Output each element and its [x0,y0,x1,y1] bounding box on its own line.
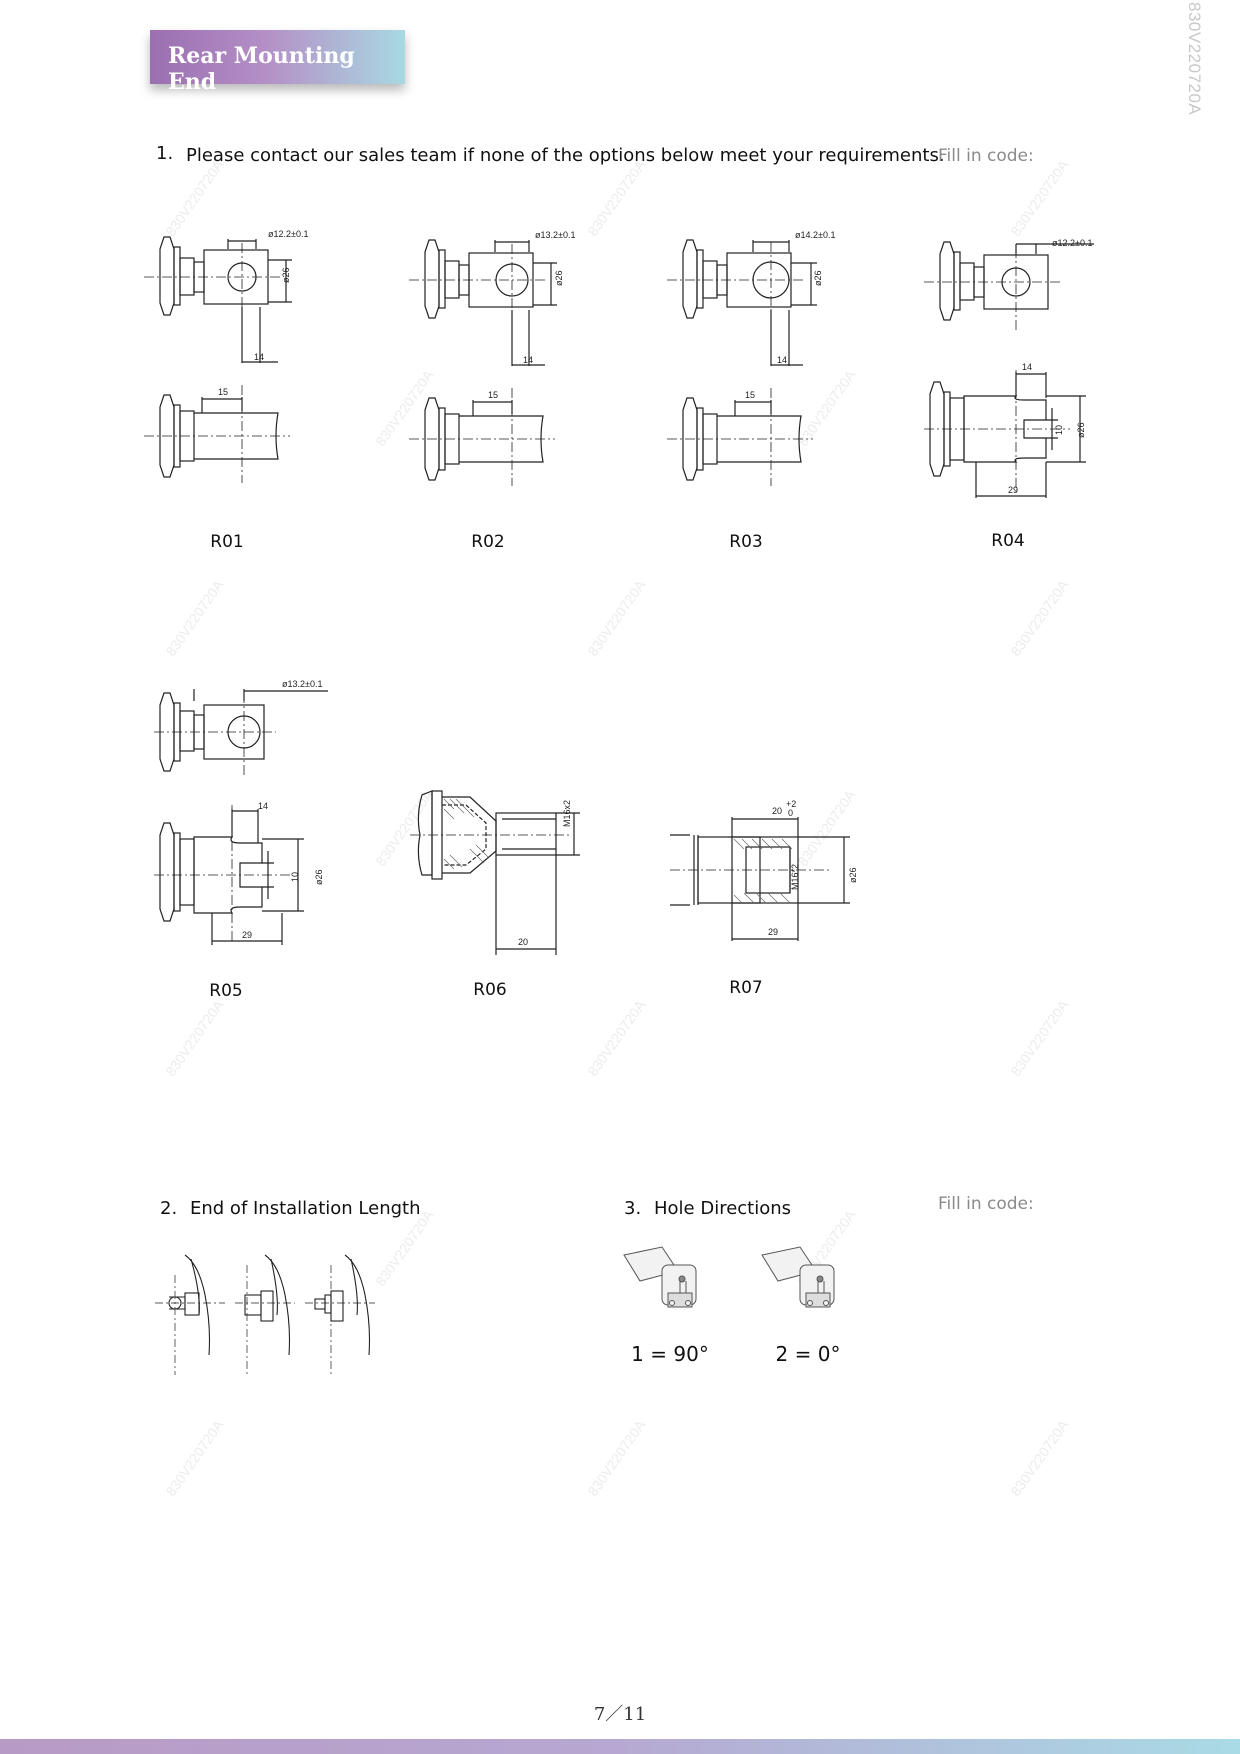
watermark: 830V220720A [162,997,227,1079]
option-drawing-r05: ø13.2±0.1 14 10 ø26 29 [154,679,328,945]
offset-dimension: 14 [777,355,787,365]
hole-dimension: ø13.2±0.1 [282,679,322,689]
option-drawing-r02: ø13.2±0.1 ø26 14 15 [409,230,575,486]
length-dimension: 29 [1008,485,1018,495]
section3-text: Hole Directions [654,1198,792,1219]
watermark: 830V220720A [584,1417,649,1499]
hole-dimension: ø12.2±0.1 [268,229,308,239]
section1-number: 1. [156,143,174,164]
option-code-r01: R01 [210,532,244,552]
option-drawing-r03: ø14.2±0.1 ø26 14 15 [667,230,835,486]
watermark: 830V220720A [1007,1417,1072,1499]
length-dimension: 15 [218,387,228,397]
watermark: 830V220720A [372,1207,437,1289]
watermark: 830V220720A [584,997,649,1079]
diameter-dimension: ø26 [813,270,823,286]
diameter-dimension: ø26 [281,267,291,283]
option-code-r02: R02 [471,532,505,552]
slot-dimension: 10 [1054,425,1064,435]
length-dimension: 20 [518,937,528,947]
tolerance-dimension: 20 [772,806,782,816]
option-code-r06: R06 [473,980,507,1000]
diameter-dimension: ø26 [848,867,858,883]
thread-dimension: M16*2 [790,864,800,890]
watermark: 830V220720A [162,577,227,659]
document-code-vertical: 830V220720A [1170,2,1210,116]
hole-dimension: ø14.2±0.1 [795,230,835,240]
section2-number: 2. [160,1198,178,1219]
page-title: Rear Mounting End [168,43,355,95]
hole-dimension: ø13.2±0.1 [535,230,575,240]
installation-length-diagrams [155,1254,375,1375]
page-title-badge: Rear Mounting End [150,30,405,95]
option-drawing-r01: ø12.2±0.1 ø26 14 15 [144,229,308,483]
length-dimension: 15 [488,390,498,400]
footer-gradient-bar [0,1739,1240,1754]
section1-text: Please contact our sales team if none of… [186,145,945,166]
hole-direction-option-1: 1 = 90° [631,1342,709,1366]
tolerance-upper: +2 [786,799,796,809]
option-code-r05: R05 [209,981,243,1001]
diameter-dimension: ø26 [1076,422,1086,438]
hole-direction-90-image [623,1246,697,1308]
length-dimension: 29 [768,927,778,937]
option-drawing-r04: ø12.2±0.1 14 10 ø26 29 [924,238,1094,498]
section1-fill-label: Fill in code: [938,146,1034,166]
tolerance-lower: 0 [788,808,793,818]
offset-dimension: 14 [1022,362,1032,372]
option-code-r04: R04 [991,531,1025,551]
watermark: 830V220720A [584,157,649,239]
watermark: 830V220720A [1007,997,1072,1079]
thread-dimension: M16x2 [562,800,572,827]
offset-dimension: 14 [254,352,264,362]
watermark: 830V220720A [1007,157,1072,239]
hole-dimension: ø12.2±0.1 [1052,238,1092,248]
section3-number: 3. [624,1198,642,1219]
hole-direction-option-2: 2 = 0° [775,1342,841,1366]
option-drawing-r07: 20 +2 0 M16*2 ø26 29 [670,799,858,941]
length-dimension: 15 [745,390,755,400]
document-code: 830V220720A [1185,2,1204,116]
watermark: 830V220720A [162,1417,227,1499]
page-number: 7／11 [593,1704,647,1725]
offset-dimension: 14 [258,801,268,811]
watermark: 830V220720A [1007,577,1072,659]
diameter-dimension: ø26 [314,869,324,885]
section2-text: End of Installation Length [190,1198,421,1219]
offset-dimension: 14 [523,355,533,365]
section3-fill-label: Fill in code: [938,1194,1034,1214]
option-drawing-r06: M16x2 20 [410,790,580,955]
slot-dimension: 10 [290,872,300,882]
diameter-dimension: ø26 [554,270,564,286]
hole-direction-0-image [761,1246,835,1308]
watermark: 830V220720A [584,577,649,659]
option-code-r03: R03 [729,532,763,552]
option-code-r07: R07 [729,978,763,998]
length-dimension: 29 [242,930,252,940]
